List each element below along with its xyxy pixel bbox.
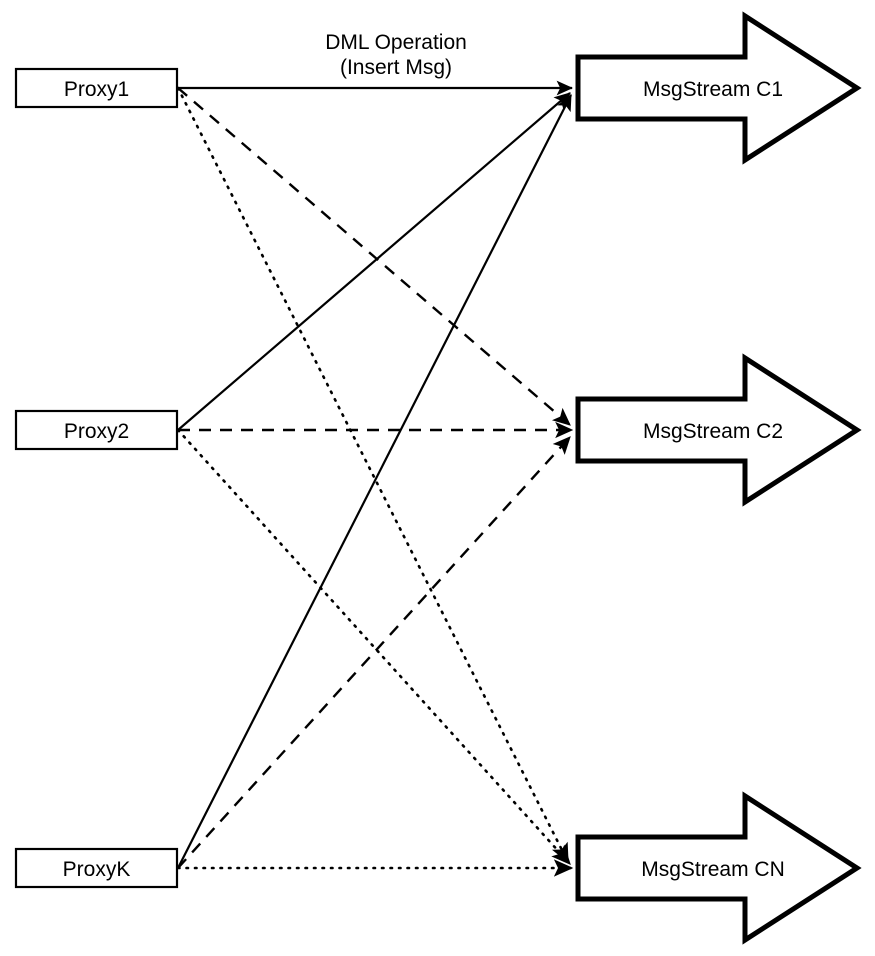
msgstream-c2-label: MsgStream C2 xyxy=(643,420,783,443)
connection-group-proxy1 xyxy=(176,80,574,864)
msgstream-c1-label: MsgStream C1 xyxy=(643,78,783,101)
edge-annotation-line1: DML Operation xyxy=(325,31,467,54)
msgstream-cn-arrow-shape[interactable] xyxy=(575,791,862,945)
msgstream-c1-arrow-shape[interactable] xyxy=(575,11,862,165)
stream-node-cn[interactable]: MsgStream CN xyxy=(575,791,862,945)
proxy-node-proxy2[interactable]: Proxy2 xyxy=(14,409,179,451)
stream-node-c2[interactable]: MsgStream C2 xyxy=(575,353,862,507)
proxy1-label: Proxy1 xyxy=(64,78,129,101)
msgstream-cn-label: MsgStream CN xyxy=(641,858,785,881)
connection-proxyk-to-c1[interactable] xyxy=(177,94,572,869)
proxy2-label: Proxy2 xyxy=(64,420,129,443)
proxyk-box[interactable] xyxy=(14,847,179,889)
connection-group-proxy2 xyxy=(176,92,574,866)
connection-proxy1-to-c2[interactable] xyxy=(177,87,571,426)
proxy1-box[interactable] xyxy=(14,67,179,109)
proxy-node-proxyk[interactable]: ProxyK xyxy=(14,847,179,889)
proxy2-box[interactable] xyxy=(14,409,179,451)
proxy-node-proxy1[interactable]: Proxy1 xyxy=(14,67,179,109)
connection-proxy2-to-c1[interactable] xyxy=(177,92,571,431)
proxyk-label: ProxyK xyxy=(63,858,131,881)
edge-annotation-dml-operation: DML Operation (Insert Msg) xyxy=(325,31,467,79)
connection-group-proxyk xyxy=(176,94,574,877)
connection-proxy1-to-cn[interactable] xyxy=(176,86,570,864)
stream-node-c1[interactable]: MsgStream C1 xyxy=(575,11,862,165)
connection-proxy2-to-cn[interactable] xyxy=(176,428,572,866)
connection-proxyk-to-c2[interactable] xyxy=(177,436,571,869)
msgstream-c2-arrow-shape[interactable] xyxy=(575,353,862,507)
edge-annotation-line2: (Insert Msg) xyxy=(340,56,452,79)
